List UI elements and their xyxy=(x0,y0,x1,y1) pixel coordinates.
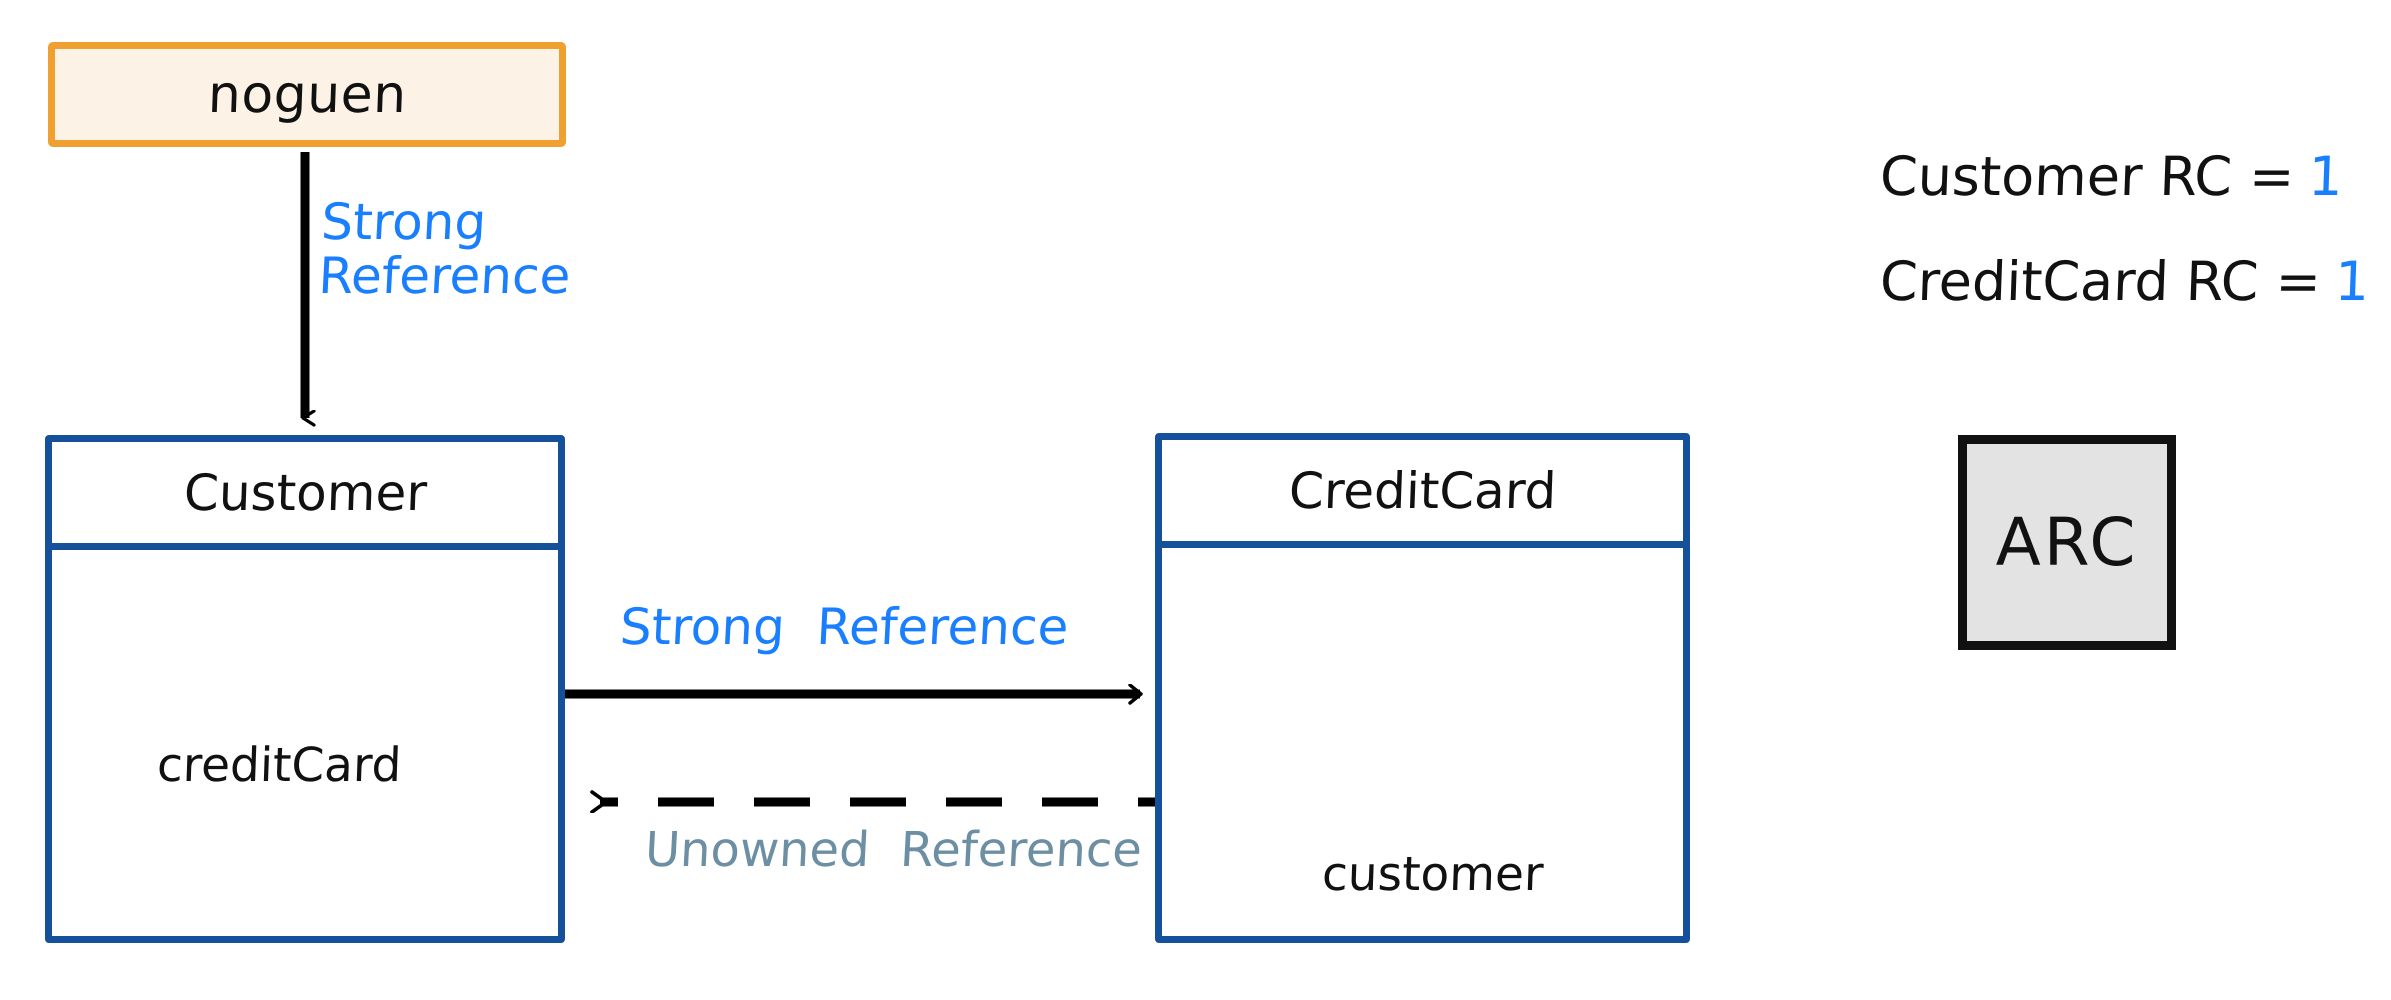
property-customer: customer xyxy=(1321,847,1545,902)
owner-box[interactable]: noguen xyxy=(48,42,566,147)
reference-count-creditcard: CreditCard RC =1 xyxy=(1879,250,2370,313)
arc-badge-label: ARC xyxy=(1995,503,2139,581)
class-title-customer: Customer xyxy=(182,463,428,522)
reference-count-creditcard-value: 1 xyxy=(2333,250,2371,313)
arc-badge[interactable]: ARC xyxy=(1958,435,2176,650)
arrow-label-unowned-reference: Unowned Reference xyxy=(643,822,1144,878)
arrow-label-strong-reference-horizontal: Strong Reference xyxy=(618,598,1070,656)
class-box-creditcard[interactable]: CreditCard customer xyxy=(1155,433,1690,943)
reference-count-customer: Customer RC =1 xyxy=(1879,145,2344,208)
arrow-label-strong-reference-vertical: Strong Reference xyxy=(317,193,572,305)
owner-label: noguen xyxy=(206,64,408,125)
class-box-customer[interactable]: Customer creditCard xyxy=(45,435,565,943)
property-creditcard: creditCard xyxy=(156,738,403,793)
reference-count-customer-label: Customer RC = xyxy=(1878,145,2296,208)
class-header-creditcard: CreditCard xyxy=(1162,440,1683,548)
class-body-creditcard: customer xyxy=(1162,548,1683,936)
class-header-customer: Customer xyxy=(52,442,558,550)
reference-count-customer-value: 1 xyxy=(2307,145,2344,208)
reference-count-creditcard-label: CreditCard RC = xyxy=(1878,250,2322,313)
class-body-customer: creditCard xyxy=(52,550,558,936)
class-title-creditcard: CreditCard xyxy=(1287,461,1558,520)
